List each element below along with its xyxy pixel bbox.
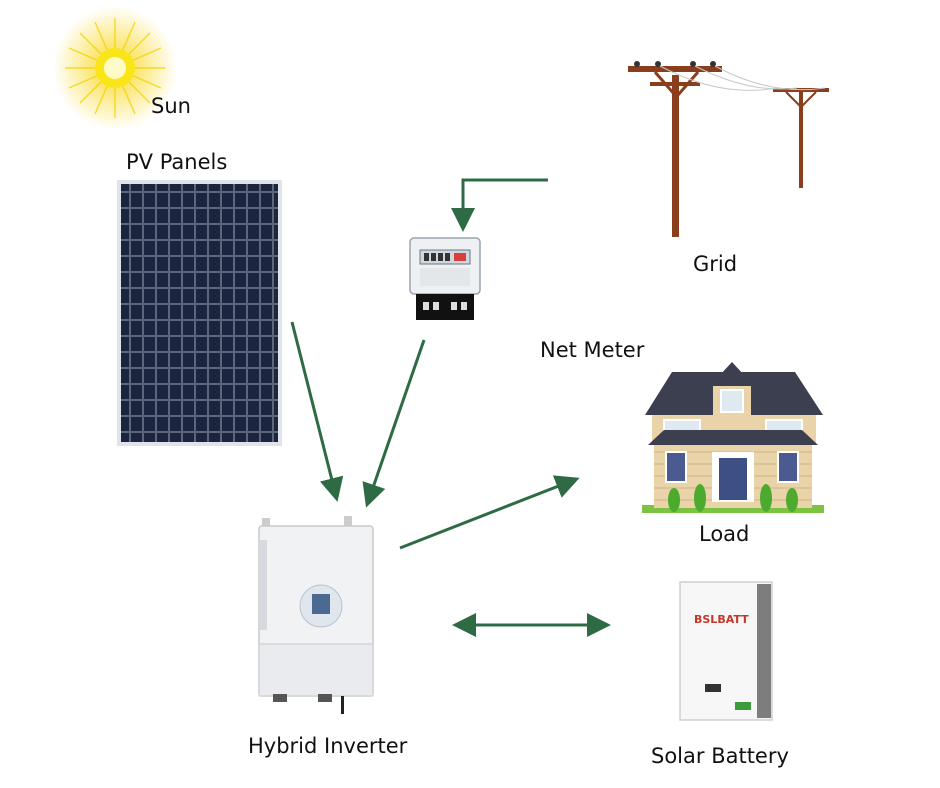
flow-arrows <box>290 178 611 637</box>
house-icon <box>642 362 824 513</box>
sun-label: Sun <box>151 94 191 118</box>
solar-battery-icon <box>679 581 773 721</box>
grid-label: Grid <box>693 252 738 276</box>
solar-battery-label: Solar Battery <box>651 744 789 768</box>
hybrid-inverter-icon <box>258 516 374 714</box>
net-meter-label: Net Meter <box>540 338 645 362</box>
battery-brand-label: BSLBATT <box>694 613 749 626</box>
sun-icon <box>53 6 177 130</box>
net-meter-icon <box>409 237 481 320</box>
arrow-inverter-to-load <box>399 475 580 550</box>
pv-panels-label: PV Panels <box>126 150 228 174</box>
power-pole-icon <box>628 61 829 237</box>
hybrid-inverter-label: Hybrid Inverter <box>248 734 408 758</box>
load-label: Load <box>699 522 750 546</box>
arrow-grid-to-meter <box>451 178 548 232</box>
arrow-panels-to-inverter <box>290 321 344 502</box>
arrow-meter-to-inverter <box>362 339 426 508</box>
pv-panel-icon <box>117 180 282 446</box>
